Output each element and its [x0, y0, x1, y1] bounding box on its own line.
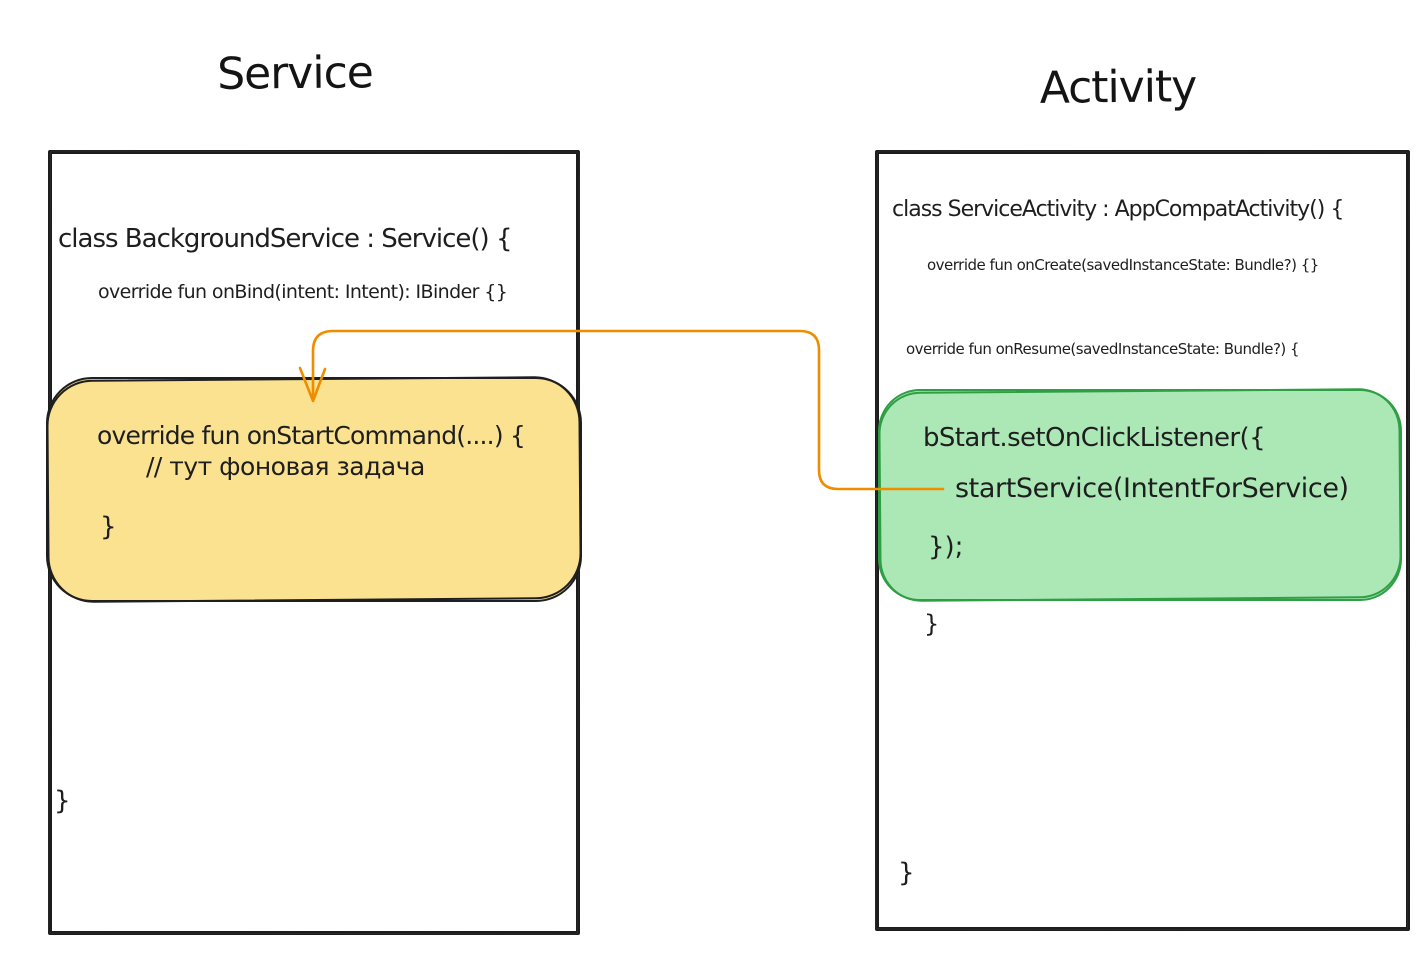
setonclicklistener-highlight	[878, 389, 1402, 601]
activity-panel-title: Activity	[1039, 61, 1197, 114]
listener-close-line: });	[928, 532, 964, 562]
onstartcommand-highlight	[46, 377, 582, 602]
activity-class-declaration: class ServiceActivity : AppCompatActivit…	[892, 197, 1344, 222]
service-class-declaration: class BackgroundService : Service() {	[58, 224, 512, 254]
activity-class-close-brace: }	[898, 858, 915, 888]
background-task-comment: // тут фоновая задача	[146, 452, 425, 481]
activity-oncreate-line: override fun onCreate(savedInstanceState…	[927, 256, 1319, 274]
setonclicklistener-line: bStart.setOnClickListener({	[923, 423, 1266, 453]
onstartcommand-close-brace: }	[100, 512, 117, 542]
activity-onresume-line: override fun onResume(savedInstanceState…	[906, 340, 1300, 358]
startservice-line: startService(IntentForService)	[955, 473, 1349, 504]
service-panel-title: Service	[216, 47, 374, 100]
activity-class-box	[875, 150, 1410, 931]
onresume-close-brace: }	[924, 610, 940, 638]
service-onbind-line: override fun onBind(intent: Intent): IBi…	[98, 281, 508, 303]
service-class-close-brace: }	[54, 786, 71, 816]
onstartcommand-line: override fun onStartCommand(....) {	[97, 421, 526, 450]
